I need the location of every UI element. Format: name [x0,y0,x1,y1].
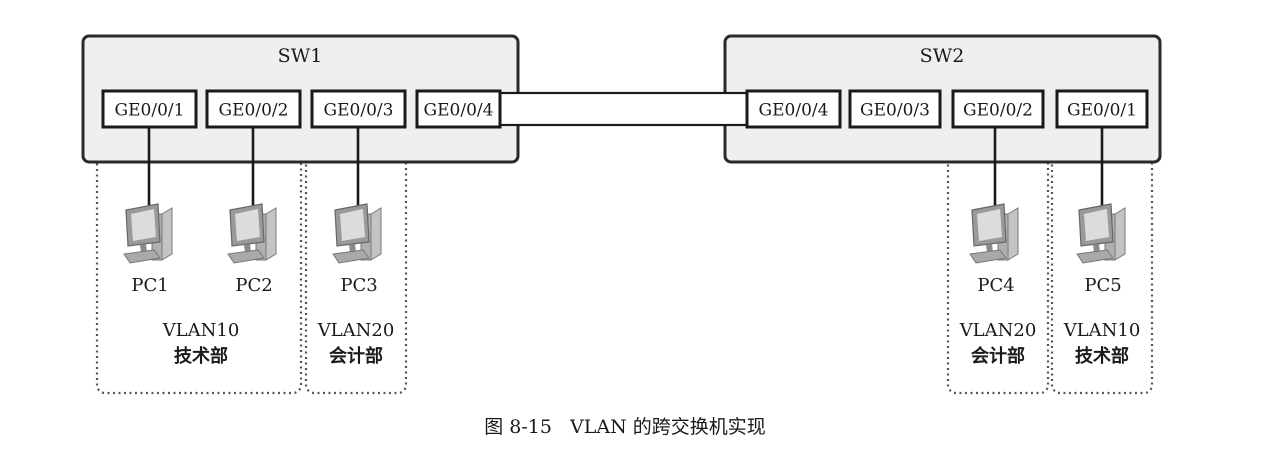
sw1-port-ge0-0-4 [415,89,502,129]
sw1-port-label: GE0/0/2 [219,101,289,121]
sw1-port-label: GE0/0/4 [424,101,494,121]
sw1-port-label: GE0/0/1 [115,101,185,121]
sw2-port-label: GE0/0/1 [1067,101,1137,121]
sw2-port-label: GE0/0/3 [860,101,930,121]
sw2-port-ge0-0-4 [745,89,842,129]
pc-label: PC5 [1084,275,1121,296]
pc-label: PC4 [977,275,1014,296]
vlan-group-vlan10-sw2 [1050,73,1154,395]
pc-icon [123,203,173,264]
vlan-id-label: VLAN20 [317,320,395,341]
figure-caption: 图 8-15 VLAN 的跨交换机实现 [484,416,766,438]
sw2-name: SW2 [920,45,965,67]
vlan-group-vlan20-sw2 [946,73,1050,395]
sw1-port-ge0-0-1 [101,89,198,129]
sw2-port-ge0-0-1 [1055,89,1149,129]
vlan-group-vlan20-sw1 [304,73,408,395]
sw2-port-label: GE0/0/2 [963,101,1033,121]
sw2-port-ge0-0-2 [951,89,1045,129]
vlan-id-label: VLAN10 [162,320,240,341]
trunk-link [495,91,751,127]
sw2-port-ge0-0-3 [848,89,942,129]
pc-label: PC1 [131,275,168,296]
pc-label: PC2 [235,275,272,296]
pc-icon [227,203,277,264]
pc-icon [969,203,1019,264]
vlan-dept-label: 技术部 [174,345,228,367]
pc-icon [1076,203,1126,264]
pc-label: PC3 [340,275,377,296]
vlan-id-label: VLAN20 [959,320,1037,341]
vlan-dept-label: 技术部 [1075,345,1129,367]
sw2-port-label: GE0/0/4 [759,101,829,121]
pc-icon [332,203,382,264]
vlan-dept-label: 会计部 [971,345,1025,367]
sw1-name: SW1 [278,45,323,67]
sw1-port-ge0-0-2 [205,89,302,129]
sw1-port-label: GE0/0/3 [324,101,394,121]
vlan-id-label: VLAN10 [1063,320,1141,341]
vlan-dept-label: 会计部 [329,345,383,367]
